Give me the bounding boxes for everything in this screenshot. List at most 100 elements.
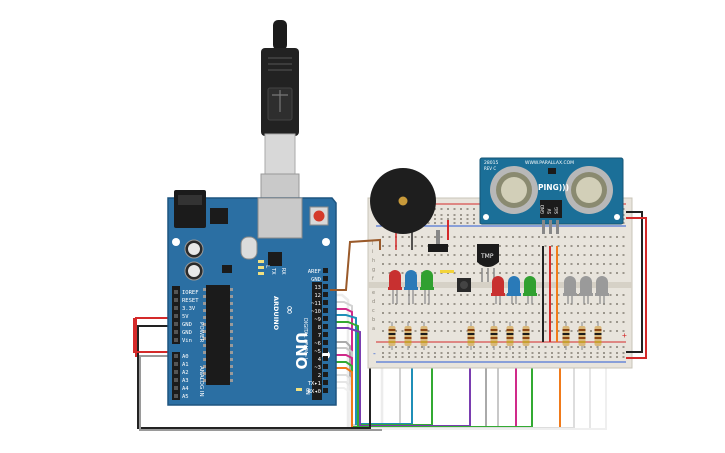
digital-pin[interactable]: [323, 316, 328, 321]
digital-pin-label: 12: [314, 293, 321, 299]
digital-pin[interactable]: [323, 284, 328, 289]
digital-pin[interactable]: [323, 332, 328, 337]
digital-pin-label: TX▸1: [308, 381, 321, 387]
analog-pin[interactable]: [174, 386, 178, 390]
arduino-logo-icon: ∞: [283, 305, 297, 315]
led[interactable]: [420, 270, 434, 304]
power-pin[interactable]: [174, 330, 178, 334]
breadboard-row-letter: h: [372, 258, 375, 264]
digital-pin[interactable]: [323, 380, 328, 385]
resistor[interactable]: [578, 322, 586, 350]
breadboard-row-letter: g: [372, 267, 375, 273]
usb-cable: [260, 20, 300, 215]
digital-pin[interactable]: [323, 372, 328, 377]
analog-pin[interactable]: [174, 378, 178, 382]
rail-minus-label: -: [372, 349, 377, 358]
led-tx-label: TX: [270, 268, 276, 275]
atmega-chip: [206, 285, 230, 385]
led[interactable]: [523, 276, 537, 304]
digital-pin-label: GND: [311, 277, 321, 283]
ping-model-label: 28015: [484, 160, 498, 166]
led[interactable]: [595, 276, 609, 304]
analog-pin[interactable]: [174, 362, 178, 366]
digital-pin-label: ~3: [314, 365, 321, 371]
resistor[interactable]: [594, 322, 602, 350]
power-pin[interactable]: [174, 290, 178, 294]
ping-pin-label: GND: [540, 205, 545, 214]
resistor[interactable]: [506, 322, 514, 350]
resistor[interactable]: [562, 322, 570, 350]
analog-pin[interactable]: [174, 354, 178, 358]
digital-pin[interactable]: [323, 324, 328, 329]
tmp-sensor[interactable]: TMP: [477, 244, 499, 282]
reset-button[interactable]: [309, 206, 329, 226]
analog-pin-label: A3: [182, 378, 189, 384]
digital-pin-label: 13: [314, 285, 321, 291]
push-button[interactable]: [457, 278, 471, 292]
breadboard-row-letter: b: [372, 317, 375, 323]
analog-pin-label: A0: [182, 354, 189, 360]
led[interactable]: [563, 276, 577, 304]
resistor[interactable]: [490, 322, 498, 350]
tmp-label: TMP: [480, 253, 494, 260]
power-pin-label: Vin: [182, 338, 192, 344]
digital-pin[interactable]: [323, 356, 328, 361]
ping-pin-label: SIG: [554, 207, 559, 214]
digital-pin[interactable]: [323, 300, 328, 305]
bottom-wire-harness: [133, 293, 607, 431]
led[interactable]: [579, 276, 593, 304]
ping-ultrasonic-sensor[interactable]: PING))) 28015 REV C WWW.PARALLAX.COM GND…: [479, 157, 624, 234]
board-name-label: UNO: [292, 332, 310, 370]
ping-rev-label: REV C: [484, 166, 496, 171]
digital-pin[interactable]: [323, 276, 328, 281]
led[interactable]: [404, 270, 418, 304]
power-pin[interactable]: [174, 306, 178, 310]
led[interactable]: [507, 276, 521, 304]
digital-pin-label: ~11: [311, 301, 321, 307]
power-pin[interactable]: [174, 338, 178, 342]
breadboard-row-letter: c: [372, 308, 375, 314]
digital-pin-label: 7: [318, 333, 321, 339]
brown-wire: [330, 238, 381, 291]
resistor[interactable]: [404, 322, 412, 350]
digital-pin[interactable]: [323, 268, 328, 273]
resistor[interactable]: [420, 322, 428, 350]
power-pin-label: GND: [182, 322, 192, 328]
analog-pin-label: A1: [182, 362, 189, 368]
power-pin[interactable]: [174, 322, 178, 326]
rail-wires: [626, 211, 647, 359]
power-pin-label: GND: [182, 330, 192, 336]
ping-pin-label: 5V: [547, 208, 552, 214]
analog-pin-label: A4: [182, 386, 189, 392]
digital-pin[interactable]: [323, 292, 328, 297]
power-pin[interactable]: [174, 298, 178, 302]
breadboard-row-letter: i: [372, 249, 373, 255]
digital-pin-label: ~9: [314, 317, 321, 323]
digital-pin[interactable]: [323, 340, 328, 345]
resistor[interactable]: [388, 322, 396, 350]
power-pin[interactable]: [174, 314, 178, 318]
digital-pin[interactable]: [323, 308, 328, 313]
resistor[interactable]: [467, 322, 475, 350]
usb-jack: [257, 197, 303, 239]
analog-pin[interactable]: [174, 370, 178, 374]
piezo-buzzer[interactable]: [370, 168, 436, 250]
arduino-uno-board[interactable]: UNO ARDUINO ∞ DIGITAL (PWM~) POWER ANALO…: [167, 190, 337, 406]
resistor[interactable]: [522, 322, 530, 350]
digital-pin[interactable]: [323, 388, 328, 393]
rail-plus-label: +: [622, 331, 627, 340]
analog-pin-label: A2: [182, 370, 189, 376]
led[interactable]: [491, 276, 505, 304]
power-pin-label: RESET: [182, 298, 199, 304]
digital-pin[interactable]: [323, 348, 328, 353]
digital-pin[interactable]: [323, 364, 328, 369]
led-rx-label: RX: [280, 268, 286, 275]
digital-pin-label: 8: [318, 325, 321, 331]
ping-label: PING))): [538, 183, 569, 192]
analog-pin-label: A5: [182, 394, 189, 400]
analog-pin[interactable]: [174, 394, 178, 398]
ping-url-label: WWW.PARALLAX.COM: [525, 160, 574, 166]
led[interactable]: [388, 270, 402, 304]
power-pin-label: 3.3V: [182, 306, 196, 312]
